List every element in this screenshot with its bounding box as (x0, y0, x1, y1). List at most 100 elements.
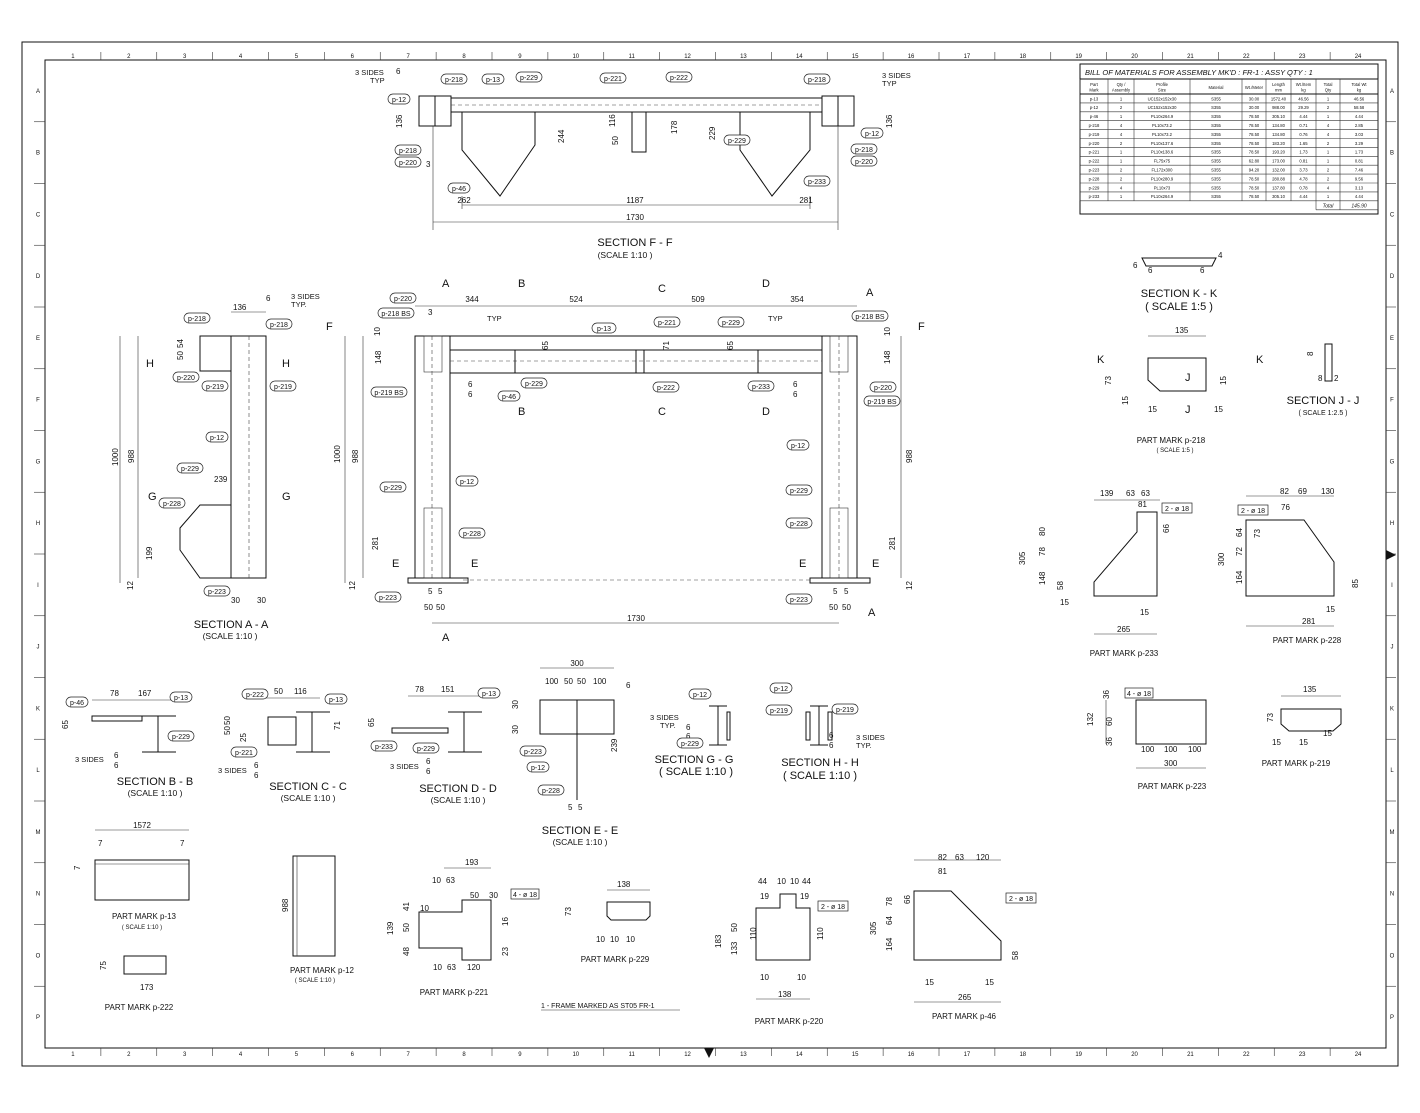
svg-text:110: 110 (749, 927, 758, 940)
svg-text:36: 36 (1105, 737, 1114, 746)
bom-cell: 134.80 (1272, 123, 1285, 128)
grid-row-label: F (1390, 398, 1394, 404)
part-p-221: 193 10 63 50 30 41 10 139 50 48 16 23 10… (386, 858, 540, 997)
section-j-j: 8 8 2 SECTION J - J ( SCALE 1:2.5 ) (1287, 343, 1360, 417)
svg-text:15: 15 (1214, 405, 1223, 414)
bom-cell: p-222 (1089, 159, 1100, 164)
svg-text:148: 148 (883, 350, 892, 364)
bom-cell: 0.78 (1299, 185, 1308, 190)
svg-text:C: C (658, 406, 666, 418)
grid-col-label: 7 (407, 1052, 411, 1058)
svg-text:p-219: p-219 (206, 384, 224, 391)
svg-text:p-229: p-229 (172, 734, 190, 741)
svg-text:E: E (872, 558, 879, 570)
svg-text:p-221: p-221 (604, 76, 622, 83)
bom-cell: 4 (1120, 185, 1123, 190)
part-p-219: 135 73 15 15 15 PART MARK p-219 (1262, 685, 1342, 768)
grid-col-label: 7 (407, 54, 411, 60)
svg-text:36: 36 (1102, 690, 1111, 699)
svg-text:164: 164 (1235, 570, 1244, 584)
bom-header-cell: Part (1090, 82, 1099, 87)
svg-text:78: 78 (110, 689, 119, 698)
svg-text:10: 10 (373, 327, 382, 336)
svg-text:10: 10 (883, 327, 892, 336)
svg-text:p-12: p-12 (531, 765, 545, 772)
svg-text:71: 71 (333, 721, 342, 730)
svg-text:1730: 1730 (626, 213, 644, 222)
svg-text:5: 5 (568, 803, 573, 812)
bom-cell: 2 (1327, 141, 1330, 146)
svg-text:p-229: p-229 (728, 138, 746, 145)
svg-text:65: 65 (61, 720, 70, 729)
svg-text:5: 5 (578, 803, 583, 812)
bom-cell: S355 (1211, 185, 1221, 190)
bom-cell: S355 (1211, 114, 1221, 119)
svg-text:148: 148 (1038, 571, 1047, 585)
svg-text:p-46: p-46 (502, 394, 516, 401)
grid-col-label: 14 (796, 54, 803, 60)
grid-col-label: 19 (1075, 1052, 1082, 1058)
svg-text:6: 6 (254, 761, 259, 770)
svg-text:50: 50 (223, 716, 232, 725)
svg-text:4: 4 (1218, 251, 1223, 260)
svg-text:25: 25 (239, 733, 248, 742)
grid-col-label: 15 (852, 54, 859, 60)
svg-text:6: 6 (426, 757, 431, 766)
svg-text:50: 50 (223, 726, 232, 735)
svg-text:p-46: p-46 (70, 700, 84, 707)
bom-cell: 58.58 (1354, 105, 1365, 110)
svg-text:138: 138 (778, 990, 792, 999)
svg-text:48: 48 (402, 947, 411, 956)
grid-col-label: 12 (684, 1052, 691, 1058)
section-h-h: 6 6 3 SIDES TYP. p-12 p-219 p-219 SECTIO… (765, 682, 885, 782)
svg-text:81: 81 (938, 867, 947, 876)
svg-text:p-229: p-229 (520, 75, 538, 82)
svg-text:p-12: p-12 (774, 686, 788, 693)
bom-cell: p-228 (1089, 176, 1100, 181)
grid-col-label: 2 (127, 1052, 131, 1058)
grid-col-label: 3 (183, 1052, 187, 1058)
bom-cell: 94.20 (1249, 168, 1260, 173)
svg-text:PART MARK p-228: PART MARK p-228 (1273, 636, 1342, 645)
svg-text:10: 10 (626, 935, 635, 944)
svg-text:10: 10 (596, 935, 605, 944)
grid-col-label: 11 (629, 54, 636, 60)
svg-text:p-229: p-229 (417, 746, 435, 753)
grid-col-label: 20 (1131, 54, 1138, 60)
svg-text:p-220: p-220 (855, 159, 873, 166)
bom-cell: 2 (1120, 141, 1123, 146)
grid-row-label: D (1390, 274, 1395, 280)
svg-text:TYP: TYP (487, 314, 502, 323)
svg-text:1000: 1000 (111, 448, 120, 466)
svg-text:15: 15 (1219, 376, 1228, 385)
bom-cell: S355 (1211, 194, 1221, 199)
bom-cell: 1 (1327, 114, 1330, 119)
grid-row-label: A (36, 89, 40, 95)
bom-header-cell: kg (1357, 88, 1362, 93)
svg-text:TYP.: TYP. (291, 300, 307, 309)
svg-text:(SCALE 1:10 ): (SCALE 1:10 ) (203, 631, 258, 641)
svg-text:p-223: p-223 (524, 749, 542, 756)
bom-cell: p-219 (1089, 132, 1100, 137)
grid-row-label: P (1390, 1015, 1394, 1021)
svg-text:50: 50 (176, 351, 185, 360)
svg-text:p-220: p-220 (874, 385, 892, 392)
svg-text:6: 6 (686, 723, 691, 732)
section-f-f: 1730 1187 262 281 136 136 244 116 178 50… (355, 67, 911, 260)
svg-text:50: 50 (402, 923, 411, 932)
bom-cell: S355 (1211, 159, 1221, 164)
svg-text:D: D (762, 406, 770, 418)
svg-text:p-222: p-222 (670, 75, 688, 82)
svg-text:B: B (518, 406, 525, 418)
svg-text:PART MARK p-218: PART MARK p-218 (1137, 436, 1206, 445)
bom-cell: 134.80 (1272, 132, 1285, 137)
bom-cell: 1.73 (1355, 150, 1364, 155)
section-ff-title: SECTION F - F (597, 237, 672, 249)
svg-text:6: 6 (266, 294, 271, 303)
bom-cell: 1 (1327, 96, 1330, 101)
bom-cell: 1 (1327, 159, 1330, 164)
svg-text:SECTION J - J: SECTION J - J (1287, 395, 1360, 407)
tag-p218-ff-r2: p-218 (850, 143, 878, 155)
